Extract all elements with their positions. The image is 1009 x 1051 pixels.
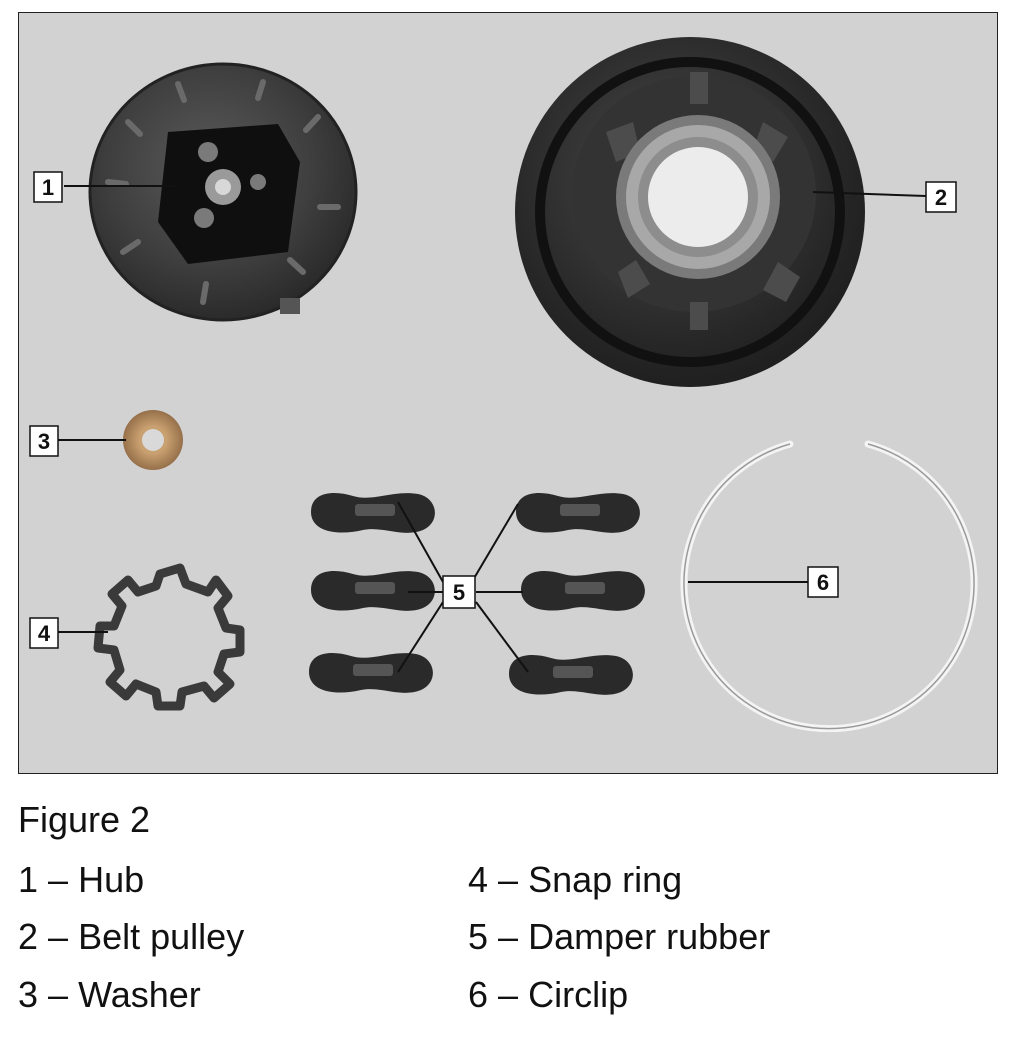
legend-item: 4 – Snap ring — [468, 860, 682, 900]
circlip-part — [680, 440, 978, 733]
legend-label: Damper rubber — [528, 916, 771, 957]
legend-number: 1 — [18, 859, 39, 900]
legend-item: 3 – Washer — [18, 975, 201, 1015]
legend-item: 1 – Hub — [18, 860, 144, 900]
figure-caption: Figure 2 — [18, 799, 151, 840]
legend-number: 4 — [468, 859, 489, 900]
callout-4: 4 — [29, 617, 59, 649]
legend-label: Circlip — [528, 974, 629, 1015]
callout-2-label: 2 — [935, 185, 947, 210]
damper-rubber-part — [309, 493, 645, 695]
legend-label: Hub — [78, 859, 145, 900]
legend-separator: – — [48, 859, 69, 900]
figure-photo: 1 2 3 4 5 6 — [18, 12, 998, 774]
legend-label: Snap ring — [528, 859, 683, 900]
legend-item: 2 – Belt pulley — [18, 917, 244, 957]
legend-separator: – — [498, 859, 519, 900]
callout-1-label: 1 — [42, 175, 54, 200]
legend-item: 5 – Damper rubber — [468, 917, 770, 957]
callout-5: 5 — [442, 575, 476, 609]
leader-lines — [58, 185, 927, 673]
legend-separator: – — [48, 916, 69, 957]
legend-separator: – — [498, 916, 519, 957]
callout-1: 1 — [33, 171, 63, 203]
legend-separator: – — [48, 974, 69, 1015]
snap-ring-part — [93, 563, 245, 711]
callout-3: 3 — [29, 425, 59, 457]
legend-item: 6 – Circlip — [468, 975, 628, 1015]
callout-6: 6 — [807, 566, 839, 598]
belt-pulley-part — [515, 37, 865, 387]
callout-2: 2 — [925, 181, 957, 213]
callout-3-label: 3 — [38, 429, 50, 454]
legend-number: 6 — [468, 974, 489, 1015]
washer-part — [123, 410, 183, 470]
callout-6-label: 6 — [817, 570, 829, 595]
legend-separator: – — [498, 974, 519, 1015]
legend-number: 3 — [18, 974, 39, 1015]
callout-5-label: 5 — [453, 580, 465, 605]
legend-number: 2 — [18, 916, 39, 957]
callout-4-label: 4 — [38, 621, 51, 646]
legend-number: 5 — [468, 916, 489, 957]
legend-label: Washer — [78, 974, 201, 1015]
hub-part — [88, 62, 358, 322]
legend-label: Belt pulley — [78, 916, 245, 957]
